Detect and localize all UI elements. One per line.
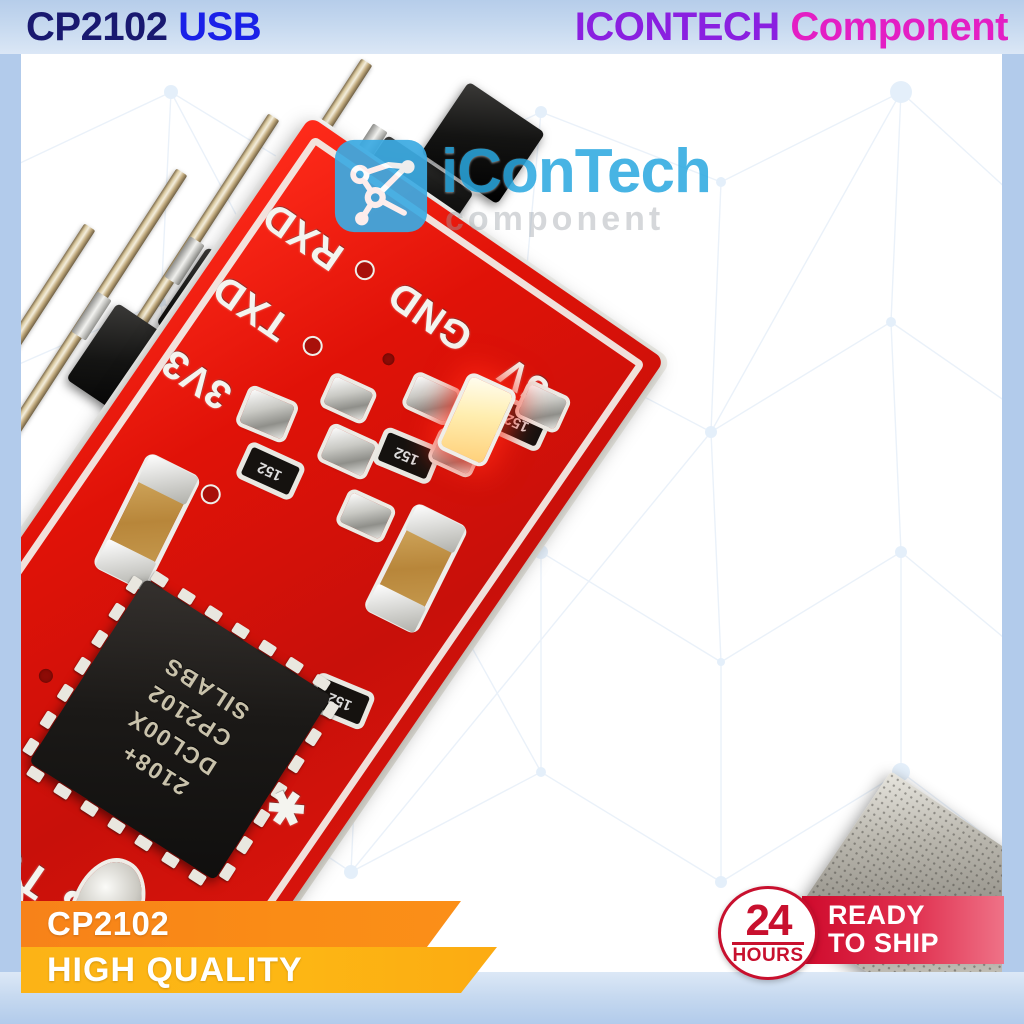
watermark-tagline: component — [445, 200, 665, 238]
24-hours-circle: 24 HOURS — [718, 886, 818, 980]
header-left-secondary: USB — [178, 5, 262, 49]
pcb-photograph: 3V3 TXD RXD GND +5V USB TO TTL — [21, 52, 1002, 972]
header-right-primary: ICONTECH — [574, 5, 780, 49]
badge-number: 24 — [745, 895, 793, 945]
badge-unit: HOURS — [732, 942, 804, 965]
header-left-title: CP2102 USB — [26, 5, 262, 50]
ready-to-ship-banner: READY TO SHIP — [802, 896, 1004, 964]
ready-to-ship-line2: TO SHIP — [828, 928, 940, 958]
watermark: iConTech component — [333, 136, 733, 246]
header-right-secondary: Component — [790, 5, 1008, 49]
banner-quality: HIGH QUALITY — [21, 947, 497, 993]
header-left-primary: CP2102 — [26, 5, 168, 49]
banner-quality-label: HIGH QUALITY — [47, 950, 303, 989]
ready-to-ship-line1: READY — [828, 900, 926, 931]
banner-product-name: CP2102 — [21, 901, 461, 947]
photo-area: 3V3 TXD RXD GND +5V USB TO TTL — [21, 52, 1002, 972]
watermark-brand: iConTech — [441, 137, 712, 206]
header-band: CP2102 USB ICONTECH Component — [0, 0, 1024, 54]
header-right-title: ICONTECH Component — [574, 5, 1009, 50]
banner-product-name-label: CP2102 — [47, 905, 170, 942]
circuit-node-logo-icon — [334, 139, 428, 233]
ready-to-ship-badge: READY TO SHIP 24 HOURS — [718, 886, 1008, 980]
